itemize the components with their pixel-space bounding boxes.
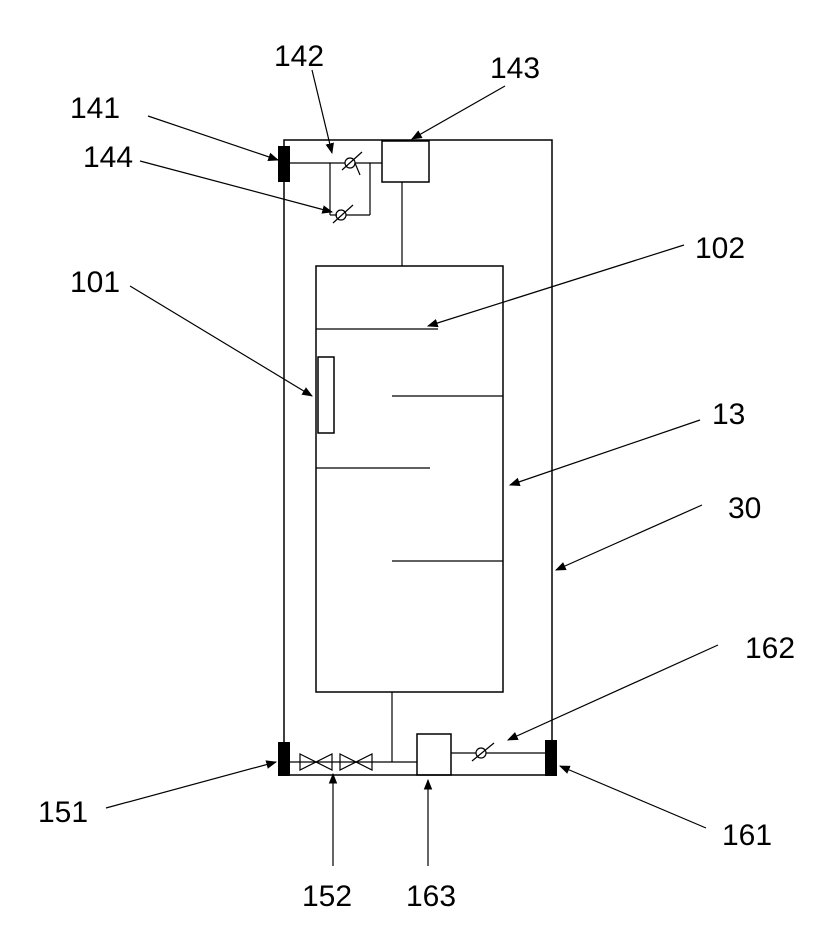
arrow-161 [560, 766, 706, 828]
port-161 [545, 740, 557, 776]
arrow-102 [428, 245, 684, 326]
label-141: 141 [70, 92, 120, 125]
inner-tank [316, 266, 503, 692]
box-163 [417, 734, 451, 775]
arrow-143 [412, 86, 505, 139]
box-143 [382, 141, 429, 182]
label-163: 163 [406, 880, 456, 913]
label-102: 102 [695, 232, 745, 265]
label-151: 151 [38, 796, 88, 829]
check-valve-162-stroke [472, 743, 494, 761]
label-161: 161 [722, 819, 772, 852]
port-141 [278, 146, 290, 182]
arrow-30 [556, 505, 702, 570]
label-152: 152 [302, 880, 352, 913]
arrow-162 [508, 645, 718, 740]
arrow-144 [140, 161, 332, 212]
outer-frame [284, 140, 552, 775]
label-13: 13 [712, 398, 745, 431]
arrow-151 [106, 762, 276, 808]
arrow-13 [510, 420, 700, 485]
arrow-141 [148, 116, 278, 160]
label-101: 101 [70, 266, 120, 299]
check-valve-142-tail [355, 163, 360, 175]
label-162: 162 [745, 632, 795, 665]
label-143: 143 [490, 52, 540, 85]
label-30: 30 [728, 492, 761, 525]
port-151 [278, 742, 290, 776]
label-142: 142 [274, 40, 324, 73]
label-144: 144 [83, 141, 133, 174]
element-101 [318, 357, 334, 433]
